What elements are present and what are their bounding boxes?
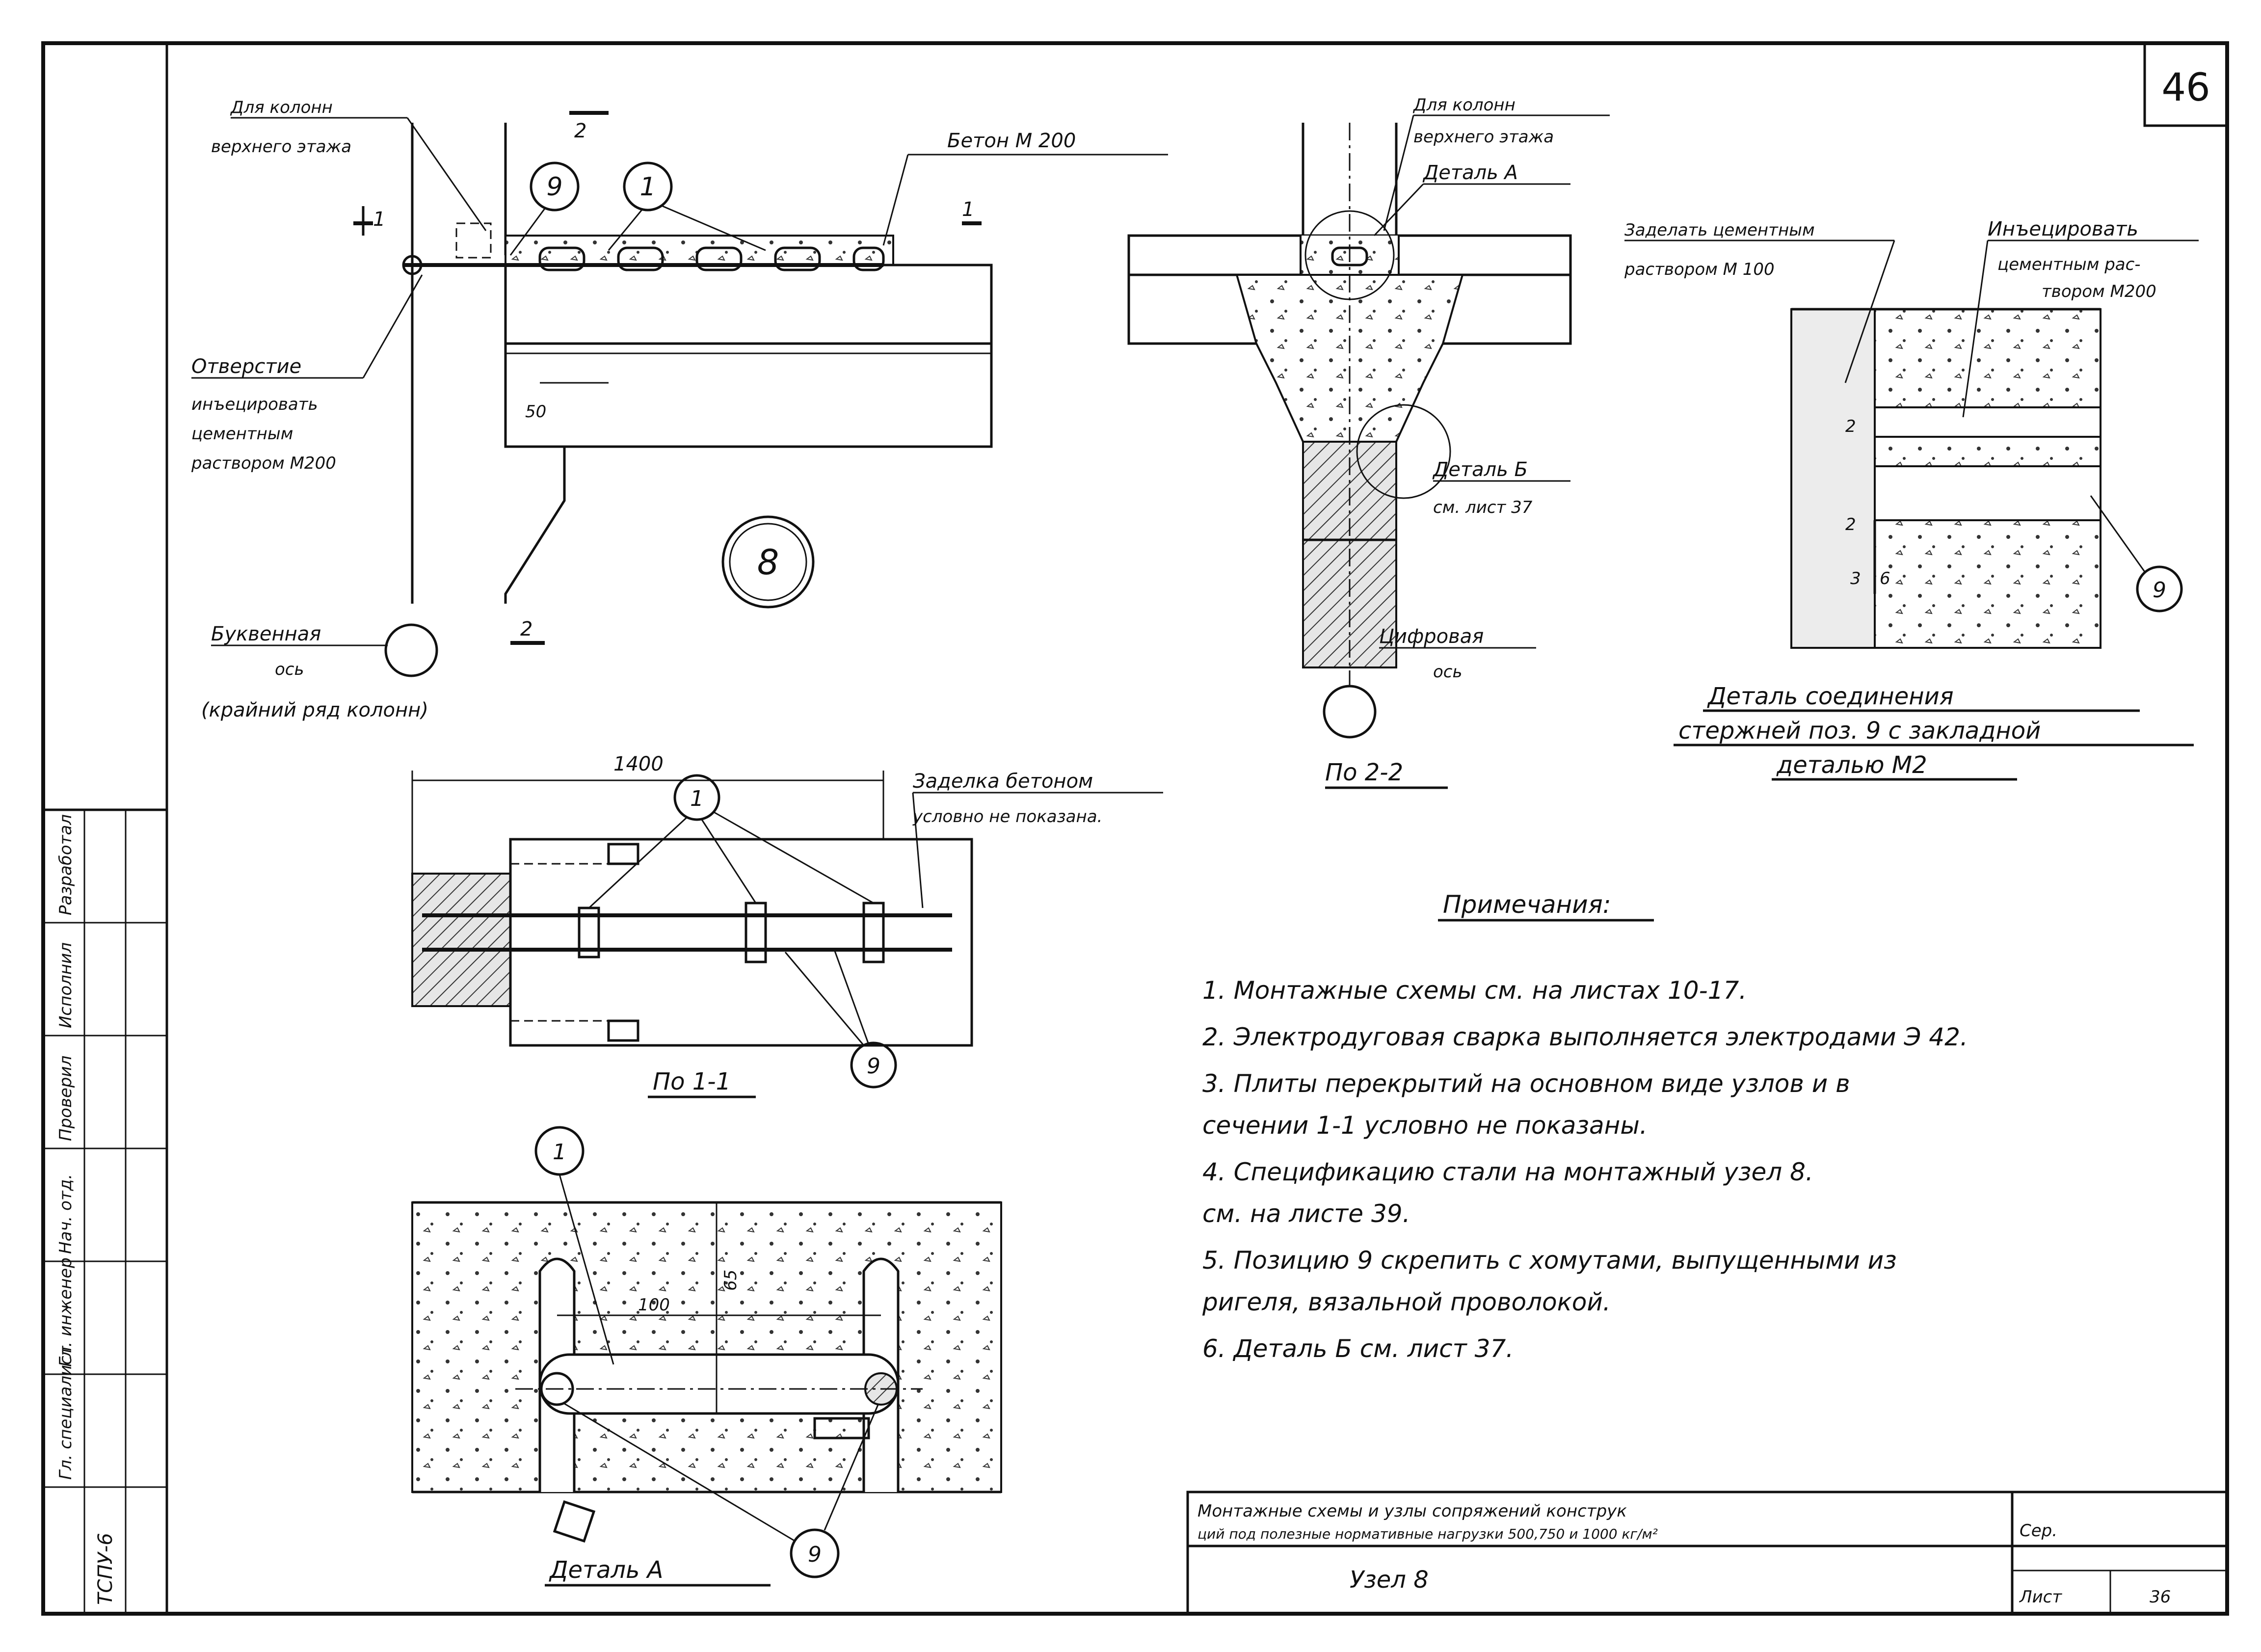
node-number: 8 [757,542,779,583]
pos-1-callout [623,161,673,212]
joint-left-label-line1: Заделать цементным [1624,220,1815,240]
da-pos-9-callout [790,1528,840,1578]
joint-detail-view: 2 2 3 6 9 Заделать цементным раствором М… [1624,218,2199,781]
title-node: Узел 8 [1350,1566,1429,1594]
stamp-label-5: Гл. инженер [56,1257,76,1367]
s11-pos-1-number: 1 [690,786,704,811]
s22-detail-a-label: Деталь А [1422,161,1518,184]
joint-dim-2a: 2 [1845,417,1856,436]
note-5a: 5. Позицию 9 скрепить с хомутами, выпуще… [1202,1246,1897,1275]
pos-1-number: 1 [639,172,656,202]
pos-9-number: 9 [546,172,562,202]
s22-detail-b-ref: см. лист 37 [1433,498,1533,517]
node-number-circle [721,515,815,609]
dim-50: 50 [525,402,546,422]
pos-9-callout [530,161,580,212]
upper-column-label-line1: Для колонн [230,98,333,117]
section-mark-2-top: 2 [574,120,586,142]
s22-detail-b-label: Деталь Б [1432,458,1528,481]
note-4a: 4. Спецификацию стали на монтажный узел … [1202,1158,1813,1186]
detail-a-view: 100 65 1 9 Деталь А [411,1126,1002,1587]
hole-label-line3: цементным [191,424,293,444]
joint-dim-3: 3 [1850,569,1861,588]
stamp-code: ТСПУ-6 [94,1533,117,1605]
note-4b: см. на листе 39. [1202,1199,1410,1228]
joint-caption-line3: деталью М2 [1776,751,1927,779]
digit-axis-marker [1323,685,1377,739]
joint-right-label-line2: цементным рас- [1997,255,2141,274]
notes-heading: Примечания: [1443,890,1611,919]
stamp-label-2: Исполнил [56,942,76,1028]
concrete-label: Бетон М 200 [947,130,1076,152]
note-5b: ригеля, вязальной проволокой. [1202,1288,1611,1316]
dim-100: 100 [638,1295,670,1315]
joint-right-label-line1: Инъецировать [1988,218,2138,240]
joint-pos-9-callout [2136,565,2183,613]
title-line-1: Монтажные схемы и узлы сопряжений констр… [1197,1501,1627,1521]
da-pos-1-number: 1 [553,1140,566,1165]
joint-dim-6: 6 [1880,569,1890,588]
hole-label-line4: раствором М200 [191,453,336,473]
title-line-2: ций под полезные нормативные нагрузки 50… [1197,1526,1658,1542]
stamp-label-4: Нач. отд. [56,1174,76,1254]
joint-left-label-line2: раствором М 100 [1624,260,1775,279]
hole-label-title: Отверстие [191,355,301,378]
detail-a-caption: Деталь А [549,1556,663,1584]
joint-pos-9-number: 9 [2153,578,2166,603]
dim-65: 65 [721,1270,741,1291]
joint-caption-line2: стержней поз. 9 с закладной [1678,717,2041,745]
stamp-label-1: Разработал [56,814,76,915]
s11-pos-9-number: 9 [867,1054,880,1079]
letter-axis-label-2: ось [275,660,304,679]
dim-1400: 1400 [613,753,664,775]
note-1: 1. Монтажные схемы см. на листах 10-17. [1202,976,1747,1005]
note-3a: 3. Плиты перекрытий на основном виде узл… [1202,1069,1850,1098]
da-pos-9-number: 9 [808,1542,822,1567]
note-2: 2. Электродуговая сварка выполняется эле… [1202,1023,1968,1051]
sheet-number: 46 [2161,66,2210,110]
sheet-number-box: 46 [2143,42,2229,127]
joint-caption-line1: Деталь соединения [1707,683,1954,710]
title-block: Монтажные схемы и узлы сопряжений констр… [1186,1491,2229,1615]
edge-row-label: (крайний ряд колонн) [201,699,428,721]
title-ser-label: Сер. [2020,1521,2057,1541]
title-list-value: 36 [2150,1587,2171,1607]
s22-upper-column-line1: Для колонн [1412,95,1516,115]
digit-axis-label: Цифровая [1379,625,1484,648]
s11-pos-1-callout [673,774,720,821]
elevation-view: 1 1 2 2 50 Для колонн верхнего этажа Бет… [191,98,1168,721]
joint-right-label-line3: твором М200 [2042,282,2156,301]
section-mark-1-right: 1 [962,198,974,221]
letter-axis-marker [384,623,438,677]
upper-column-label-line2: верхнего этажа [211,137,351,157]
section-mark-1-left: 1 [373,208,385,231]
letter-axis-label: Буквенная [211,623,321,645]
section-1-1-caption: По 1-1 [653,1068,731,1095]
s11-fill-label-line2: условно не показана. [912,807,1102,826]
stamp-label-3: Проверил [56,1056,76,1141]
section-1-1-view: 1400 1 9 Заделка бетоном условно не пока… [411,753,1163,1098]
s22-upper-column-line2: верхнего этажа [1413,127,1554,147]
joint-dim-2b: 2 [1845,515,1856,534]
notes-block: Примечания: 1. Монтажные схемы см. на ли… [1202,890,1968,1363]
title-list-label: Лист [2019,1587,2062,1607]
note-6: 6. Деталь Б см. лист 37. [1202,1334,1514,1363]
section-2-2-view: Для колонн верхнего этажа Деталь А Детал… [1127,95,1610,789]
side-stamp: Разработал Исполнил Проверил Нач. отд. Г… [42,808,168,1615]
s11-fill-label-line1: Заделка бетоном [913,770,1093,793]
note-3b: сечении 1-1 условно не показаны. [1202,1111,1648,1140]
section-2-2-caption: По 2-2 [1325,759,1403,786]
stamp-label-6: Гл. специалист [56,1345,76,1480]
s11-pos-9-callout [850,1041,897,1089]
digit-axis-label-2: ось [1433,662,1463,682]
section-mark-2-bottom: 2 [520,618,532,640]
hole-label-line2: инъецировать [191,395,318,414]
